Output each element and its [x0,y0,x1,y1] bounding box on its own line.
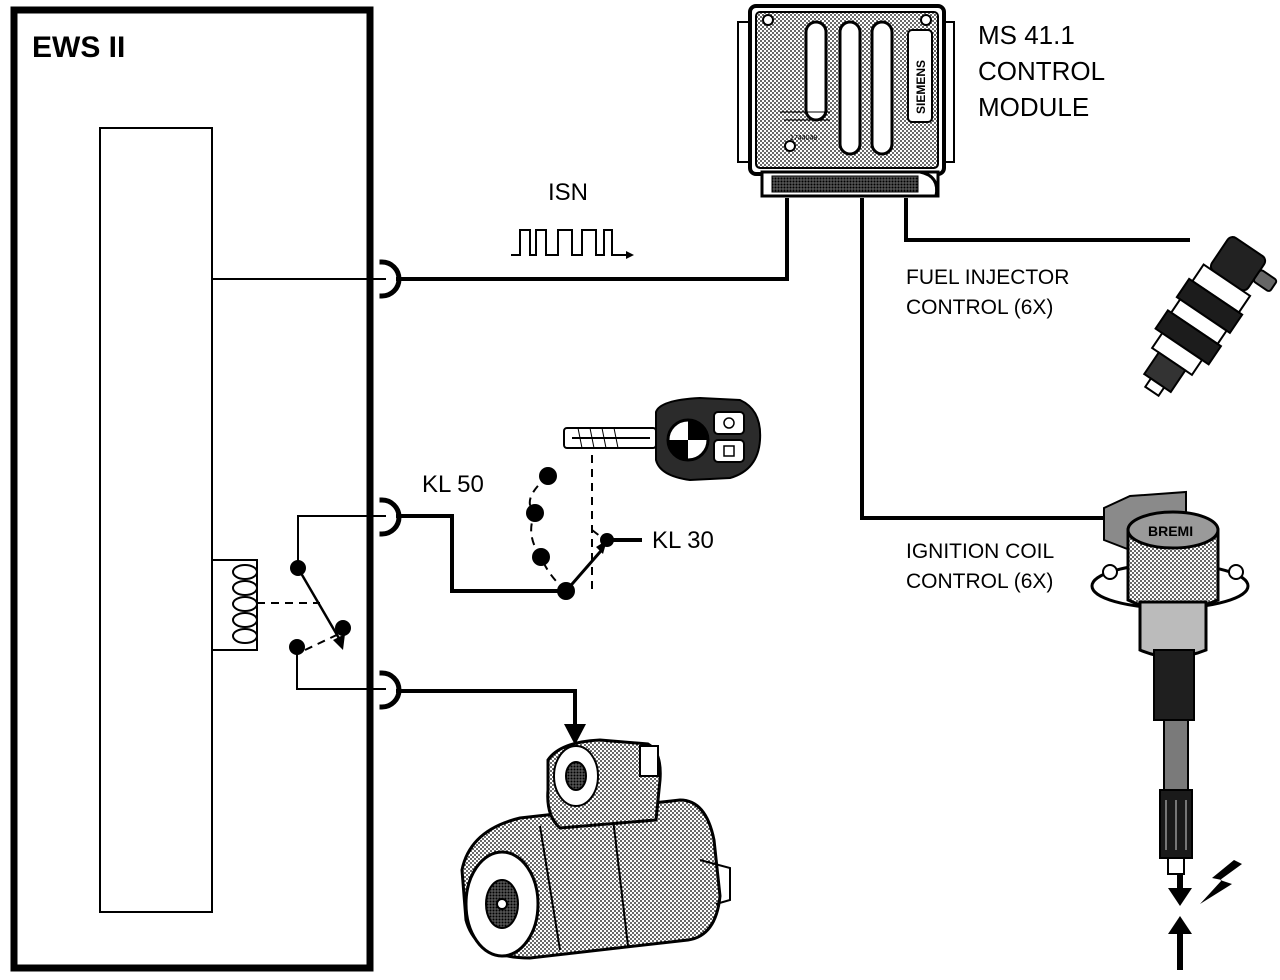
pulse-train-icon [511,229,629,256]
control-module-label-line-3: MODULE [978,92,1089,122]
ignition-coil-label-line-2: CONTROL (6X) [906,570,1053,593]
ecu-icon: SIEMENS 1744048 [737,4,955,198]
isn-signal: ISN [511,179,634,259]
kl50-label: KL 50 [422,471,484,498]
ews-module: EWS II [10,6,386,972]
fuel-injector: FUEL INJECTOR CONTROL (6X) [906,236,1278,398]
control-module: SIEMENS 1744048 MS 41.1 CONTROL MODULE [737,4,1105,198]
fuel-injector-label-line-2: CONTROL (6X) [906,296,1053,319]
ecu-brand: SIEMENS [914,60,928,114]
ignition-coil-label-line-1: IGNITION COIL [906,540,1054,563]
coil-brand: BREMI [1148,523,1193,539]
ews-internal-board [99,127,213,913]
spark-icon [1168,860,1242,970]
car-key-icon [563,396,762,482]
starter-motor [460,738,731,960]
isn-label: ISN [548,179,588,206]
starter-motor-icon [460,738,731,960]
control-module-label-line-2: CONTROL [978,56,1105,86]
ignition-switch: KL 50 KL 30 [422,396,762,600]
ignition-coil: IGNITION COIL CONTROL (6X) BREMI [906,490,1250,970]
ews-module-frame [10,6,374,972]
ews-title: EWS II [32,31,125,64]
kl30-label: KL 30 [652,527,714,554]
fuel-injector-label-line-1: FUEL INJECTOR [906,266,1069,289]
ecu-part-number: 1744048 [790,135,817,142]
fuel-injector-icon [1142,236,1278,398]
wiring [396,198,1190,745]
ignition-coil-icon: BREMI [1090,490,1250,875]
control-module-label-line-1: MS 41.1 [978,20,1075,50]
relay-switch-icon [289,515,386,690]
relay-coil-icon [211,559,258,651]
